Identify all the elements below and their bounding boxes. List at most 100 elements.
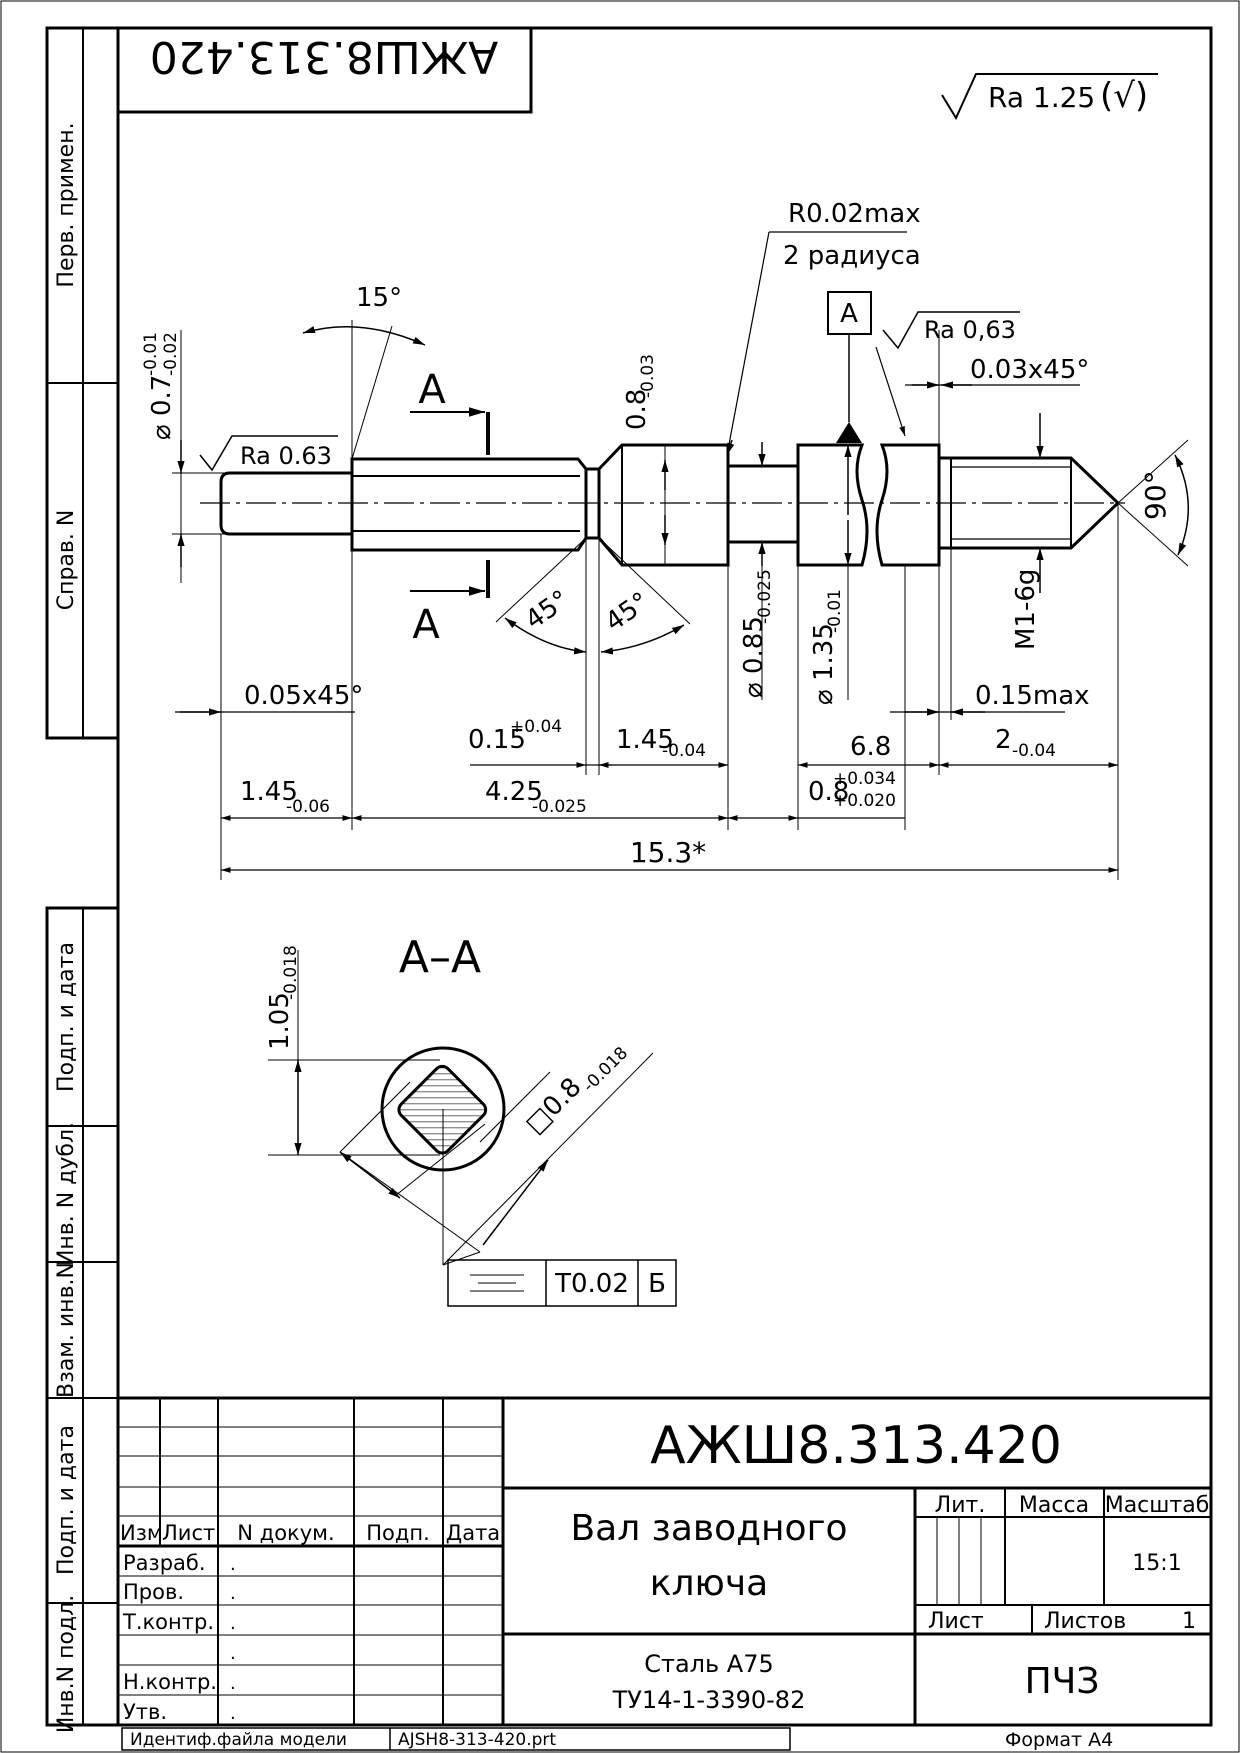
section-dim-square-tol: -0.018 — [579, 1043, 632, 1096]
hdr-listov: Листов — [1044, 1609, 1126, 1634]
row-nkontr: Н.контр. — [123, 1670, 217, 1694]
angle-90-label: 90° — [1139, 470, 1172, 520]
datum-box — [827, 291, 872, 335]
row-prov: Пров. — [123, 1580, 184, 1604]
dim-l08: 0.8 — [808, 777, 849, 807]
dot-6: . — [230, 1703, 236, 1724]
tolerance-value: T0.02 — [554, 1269, 629, 1299]
angle-45b-label: 45° — [600, 587, 655, 638]
scale-value: 15:1 — [1132, 1551, 1181, 1576]
dim-d08-tol: -0.03 — [638, 354, 658, 398]
sidebar-perv-primen: Перв. примен. — [54, 122, 79, 287]
section-dim-h-tol: -0.018 — [281, 945, 301, 1000]
hdr-data: Дата — [446, 1521, 500, 1545]
dot-4: . — [230, 1643, 236, 1664]
format-label: Формат А4 — [1005, 1729, 1113, 1751]
file-id-label: Идентиф.файла модели — [130, 1730, 347, 1750]
chamfer-right-label: 0.03x45° — [970, 355, 1089, 385]
dim-l015-tol: +0.04 — [510, 717, 562, 737]
dim-d085-tol: -0.025 — [755, 569, 775, 624]
dot-5: . — [230, 1673, 236, 1694]
dim-l425-tol: -0.025 — [532, 797, 587, 817]
footer: Идентиф.файла модели AJSH8-313-420.prt Ф… — [121, 1727, 1113, 1751]
row-utv: Утв. — [123, 1700, 167, 1724]
dot-1: . — [230, 1554, 236, 1575]
dim-l08-tol-upper: +0.034 — [833, 769, 896, 789]
max015-label: 0.15max — [975, 681, 1090, 711]
sidebar-sprav: Справ. N — [54, 510, 79, 611]
sidebar-inv-dubl: Инв. N дубл. — [54, 1122, 79, 1266]
dim-l2: 2 — [995, 725, 1012, 755]
material-line2: ТУ14-1-3390-82 — [612, 1686, 806, 1714]
tolerance-datum: Б — [648, 1269, 666, 1299]
dim-dia07-tol-upper: -0.01 — [141, 332, 161, 376]
section-title: A–A — [399, 932, 481, 983]
shaft-square — [350, 457, 588, 552]
sidebar-inv-podl: Инв.N подл. — [54, 1595, 79, 1733]
dim-l145a: 1.45 — [616, 725, 674, 755]
roughness-note-label: (√) — [1100, 76, 1148, 116]
dim-d08: 0.8 — [622, 389, 652, 430]
material-line1: Сталь А75 — [644, 1650, 774, 1678]
section-mark-bottom: A — [412, 602, 440, 648]
hdr-podp: Подп. — [366, 1521, 430, 1545]
title-block: Изм Лист N докум. Подп. Дата Разраб. Про… — [118, 1396, 1211, 1725]
angle-15-label: 15° — [356, 283, 402, 313]
title-code: АЖШ8.313.420 — [650, 1416, 1062, 1476]
dim-l2-tol: -0.04 — [1012, 741, 1056, 761]
row-razrab: Разраб. — [123, 1551, 206, 1575]
dot-3: . — [230, 1613, 236, 1634]
dim-dia07-symbol: ⌀ — [147, 424, 177, 440]
dim-l08-tol-lower: +0.020 — [833, 791, 896, 811]
dim-d135-tol: -0.01 — [825, 589, 845, 633]
listov-value: 1 — [1182, 1609, 1196, 1634]
radius-count-label: 2 радиуса — [783, 241, 921, 271]
sidebar-podp-data-2: Подп. и дата — [54, 1425, 79, 1575]
frame-border — [116, 26, 1213, 1727]
dim-l68: 6.8 — [850, 732, 891, 762]
dimensions: ⌀ 0.7 -0.01 -0.02 Ra 0.63 15° R0.02max 2… — [141, 199, 1190, 880]
general-roughness: Ra 1.25 (√) — [941, 73, 1158, 121]
thread-label: M1-6g — [1011, 569, 1041, 650]
sidebar-podp-data-1: Подп. и дата — [54, 942, 79, 1092]
dim-l015: 0.15 — [468, 725, 526, 755]
dim-dia07-tol-lower: -0.02 — [161, 332, 181, 376]
hdr-izm: Изм — [120, 1521, 163, 1545]
dim-total: 15.3* — [630, 836, 706, 869]
chamfer-left-label: 0.05x45° — [244, 681, 363, 711]
hdr-list-sheet: Лист — [928, 1609, 984, 1634]
dim-l145b: 1.45 — [240, 777, 298, 807]
shaft-collar — [597, 443, 730, 567]
dim-l425: 4.25 — [485, 777, 543, 807]
top-code-inverted: АЖШ8.313.420 — [150, 31, 498, 82]
dim-d135: 1.35 — [809, 623, 839, 681]
dim-l145b-tol: -0.06 — [286, 797, 330, 817]
hdr-massa: Масса — [1019, 1493, 1089, 1518]
left-sidebar: Перв. примен. Справ. N Подп. и дата Инв.… — [45, 26, 120, 1733]
ra-right-label: Ra 0,63 — [924, 316, 1016, 344]
shaft-pin-left — [219, 471, 354, 536]
shaft-main-view: A A A — [200, 291, 1125, 648]
datum-letter: A — [840, 299, 858, 329]
section-dim-h: 1.05 — [265, 992, 295, 1050]
shaft-body-left — [796, 443, 869, 567]
shaft-neck — [584, 467, 601, 540]
hdr-list: Лист — [162, 1521, 215, 1545]
dim-d085: 0.85 — [739, 616, 769, 674]
sidebar-vzam-inv: Взам. инв.N — [54, 1262, 79, 1398]
part-name-line1: Вал заводного — [570, 1508, 847, 1549]
dim-d135-symbol: ⌀ — [809, 689, 839, 705]
ra-left-label: Ra 0.63 — [240, 442, 332, 470]
hdr-lit: Лит. — [935, 1493, 986, 1518]
hdr-masshtab: Масштаб — [1105, 1493, 1210, 1518]
section-view: A–A 1.05 -0.018 □0.8 -0.018 T0.0 — [265, 932, 677, 1307]
dim-d085-symbol: ⌀ — [739, 682, 769, 698]
radius-label: R0.02max — [788, 199, 921, 229]
datum-triangle — [836, 422, 862, 443]
section-mark-top: A — [418, 367, 446, 413]
file-id-value: AJSH8-313-420.prt — [398, 1730, 556, 1750]
org-name: ПЧЗ — [1025, 1661, 1100, 1702]
dim-l145a-tol: -0.04 — [662, 741, 706, 761]
